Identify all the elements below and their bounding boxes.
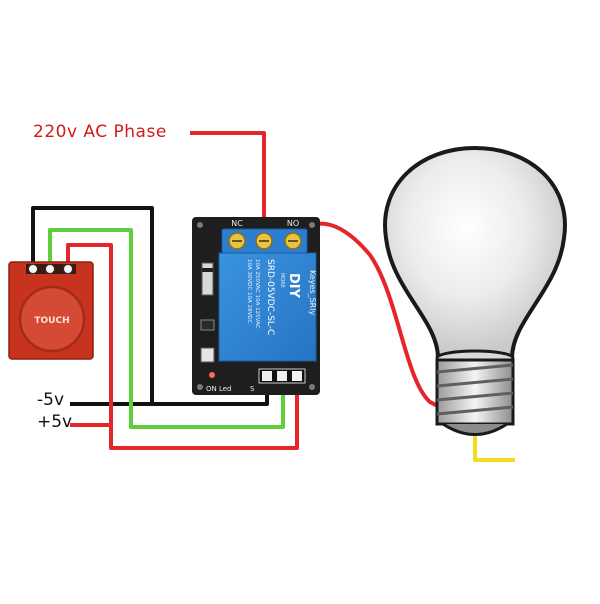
relay-model: SRD-05VDC-SL-C	[265, 259, 275, 335]
terminal-no-label: NO	[287, 219, 299, 228]
terminal-nc-label: NC	[231, 219, 243, 228]
pos-supply-label: +5v	[37, 412, 73, 432]
ground-wire	[31, 206, 269, 406]
light-bulb	[383, 145, 567, 462]
neg-supply-label: -5v	[37, 390, 65, 410]
relay-pin-signal	[277, 371, 287, 381]
transistor	[200, 319, 215, 331]
relay-pin-vcc	[292, 371, 302, 381]
relay-rating-2: 10A 30VDC 10A 28VDC	[246, 259, 252, 324]
neutral-wire	[473, 436, 515, 462]
touch-sensor-label: TOUCH	[34, 316, 69, 326]
signal-wire	[48, 228, 285, 429]
relay-pin-gnd	[262, 371, 272, 381]
vcc-wire	[66, 243, 299, 450]
ac-phase-label: 220v AC Phase	[33, 122, 167, 142]
led-indicator-label: ON Led	[206, 385, 232, 393]
sensor-pin-vcc	[63, 264, 73, 274]
mount-hole	[197, 384, 203, 390]
sensor-pin-signal	[45, 264, 55, 274]
signal-pin-label: S	[250, 385, 255, 393]
mount-hole	[197, 222, 203, 228]
sensor-pin-gnd	[28, 264, 38, 274]
relay-vendor: Keyes_SRly	[308, 270, 317, 315]
mount-hole	[309, 384, 315, 390]
mount-hole	[309, 222, 315, 228]
relay-brand-sub: MORE	[279, 273, 285, 288]
bulb-base	[435, 358, 515, 436]
relay-body	[218, 252, 317, 362]
touch-sensor-module: TOUCH	[8, 261, 94, 360]
status-led	[209, 372, 215, 378]
relay-module: NC NO DIY MORE SRD-05VDC-SL-C 10A 250VAC…	[192, 217, 320, 395]
relay-brand: DIY	[286, 273, 301, 299]
ac-phase-wire	[190, 131, 266, 240]
relay-rating-1: 10A 250VAC 10A 125VAC	[254, 259, 260, 329]
diode	[201, 262, 214, 296]
bulb-glass	[383, 145, 567, 360]
resistor	[200, 347, 215, 363]
